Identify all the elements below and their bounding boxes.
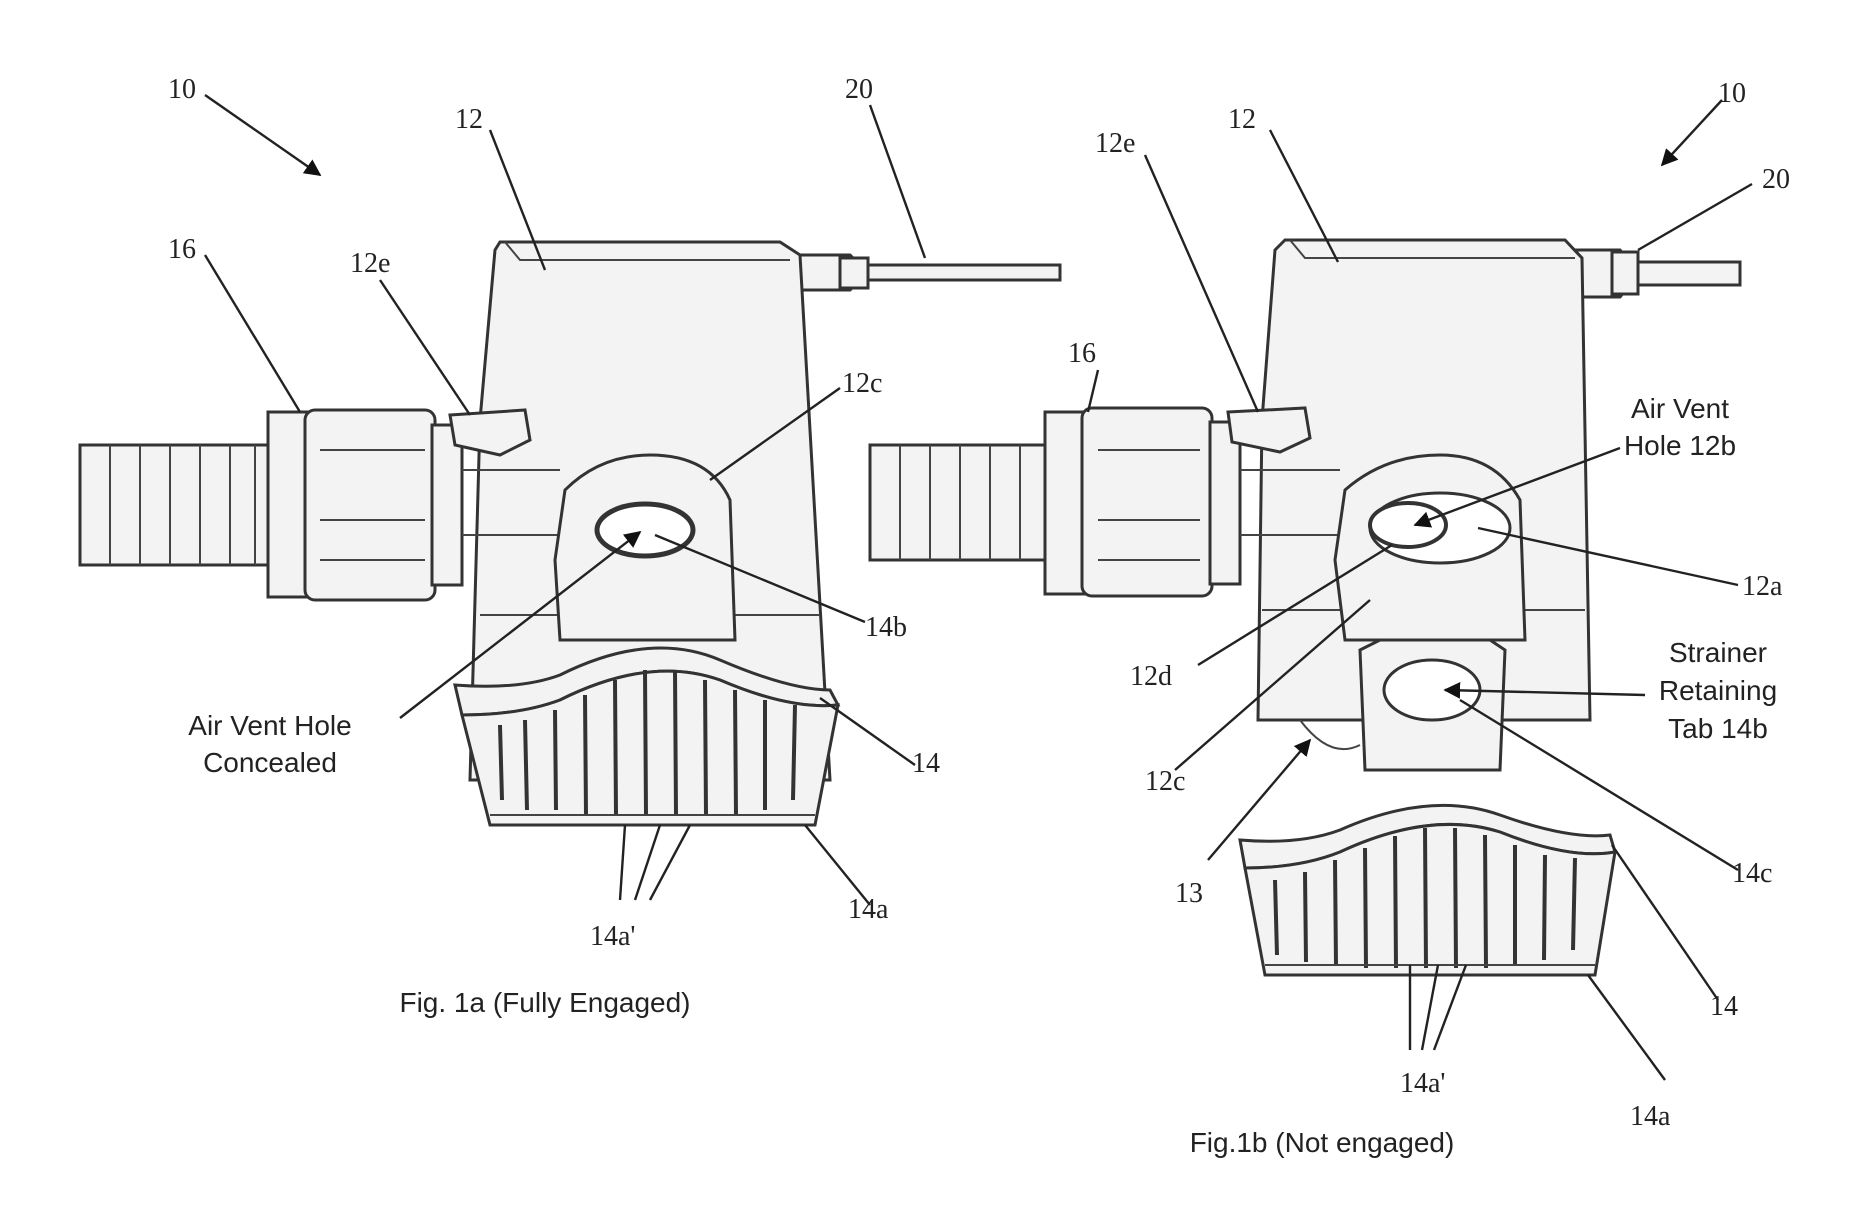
cable-sleeve-1a	[840, 258, 868, 288]
ref-14a-1b: 14a	[1630, 1101, 1671, 1132]
ref-20-1a: 20	[845, 74, 873, 105]
callout-vent-line-1: Air Vent	[1631, 393, 1729, 424]
ref-12c-1a: 12c	[842, 368, 882, 399]
callout-air-vent-concealed: Air Vent Hole Concealed	[188, 710, 351, 778]
ref-12-1b: 12	[1228, 104, 1256, 135]
ref-12-1a: 12	[455, 104, 483, 135]
outlet-thread-1a	[432, 425, 462, 585]
air-vent-hole-12b	[1370, 503, 1446, 547]
caption-fig-1b: Fig.1b (Not engaged)	[1190, 1127, 1455, 1158]
pump-drawing-1b	[870, 240, 1740, 975]
ref-14-1b: 14	[1710, 991, 1738, 1022]
gap-13-edge	[1300, 720, 1360, 749]
ref-16-1a: 16	[168, 234, 196, 265]
callout-strainer-retaining-tab: Strainer Retaining Tab 14b	[1659, 637, 1777, 744]
cable-1a	[790, 255, 1060, 290]
callout-vent-line-2: Hole 12b	[1624, 430, 1736, 461]
callout-line-2: Concealed	[203, 747, 337, 778]
callout-line-1: Air Vent Hole	[188, 710, 351, 741]
outlet-nut-1a	[305, 410, 435, 600]
outlet-thread-1b	[1210, 422, 1240, 584]
ref-14c-1b: 14c	[1732, 858, 1772, 889]
callout-tab-line-1: Strainer	[1669, 637, 1767, 668]
ref-14a-prime-1b: 14a'	[1400, 1068, 1445, 1099]
outlet-ring-1a	[268, 412, 308, 597]
outlet-ring-1b	[1045, 412, 1085, 594]
ref-12c-1b: 12c	[1145, 766, 1185, 797]
ref-14a-1a: 14a	[848, 894, 889, 925]
ref-13-1b: 13	[1175, 878, 1203, 909]
ref-20-1b: 20	[1762, 164, 1790, 195]
figure-1b: 10 12 12e 20 16 12a 12d 12c 13 14c 14 14…	[870, 78, 1790, 1158]
cable-sleeve-1b	[1612, 252, 1638, 294]
retaining-tab-14b-1a	[597, 504, 693, 556]
ref-14-1a: 14	[912, 748, 940, 779]
ref-16-1b: 16	[1068, 338, 1096, 369]
callout-tab-line-2: Retaining	[1659, 675, 1777, 706]
cable-1b	[1570, 250, 1740, 297]
ref-10-1a: 10	[168, 74, 196, 105]
ref-10-1b: 10	[1718, 78, 1746, 109]
callout-air-vent-hole-12b: Air Vent Hole 12b	[1624, 393, 1736, 461]
ref-14a-prime-1a: 14a'	[590, 921, 635, 952]
caption-fig-1a: Fig. 1a (Fully Engaged)	[399, 987, 690, 1018]
ref-12d-1b: 12d	[1130, 661, 1172, 692]
outlet-nut-1b	[1082, 408, 1212, 596]
ref-12e-1b: 12e	[1095, 128, 1135, 159]
ref-12e-1a: 12e	[350, 248, 390, 279]
ref-12a-1b: 12a	[1742, 571, 1783, 602]
callout-tab-line-3: Tab 14b	[1668, 713, 1768, 744]
ref-14b-1a: 14b	[865, 612, 907, 643]
